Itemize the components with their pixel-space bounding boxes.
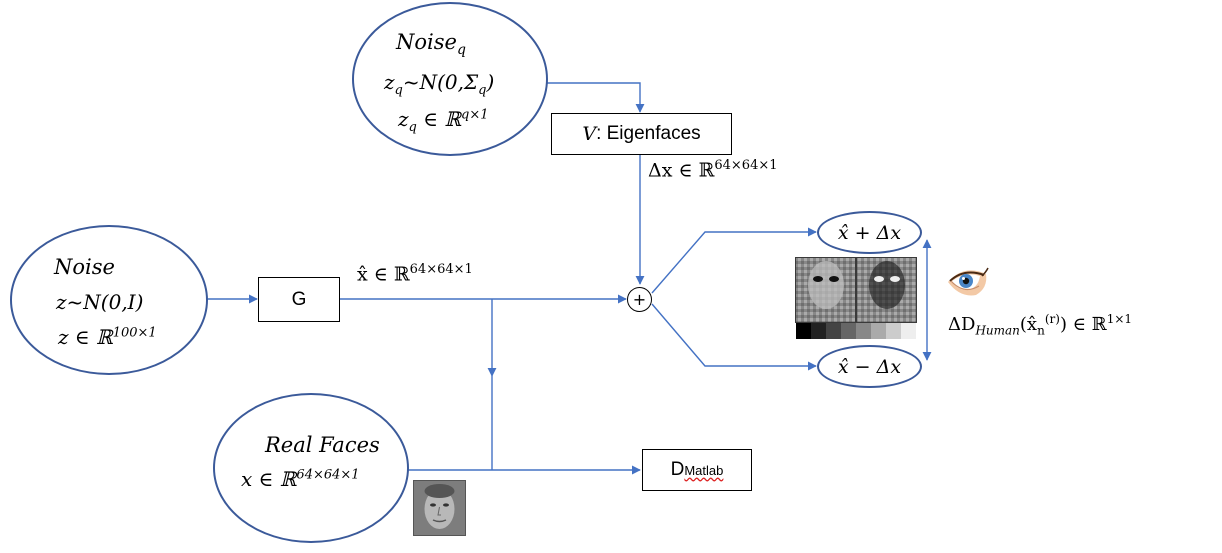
real-faces-dim-a: x ∈ ℝ: [241, 467, 297, 491]
real-faces-title: Real Faces: [265, 433, 380, 457]
generator-label: G: [291, 288, 307, 310]
edge-sum-to-minus: [651, 303, 817, 371]
eigenfaces-box: V: Eigenfaces: [551, 113, 732, 155]
real-faces-dim-sup: 64×64×1: [296, 467, 360, 483]
noise-dim-a: z ∈ ℝ: [58, 325, 113, 349]
noise-q-dist-b: ~N(0,Σ: [402, 70, 479, 94]
noise-title: Noise: [54, 255, 115, 279]
delta-x-label: Δx ∈ ℝ64×64×1: [648, 158, 778, 181]
human-sup-c: 1×1: [1106, 312, 1133, 326]
noise-q-title-text: Noise: [396, 30, 457, 54]
noise-q-title: Noiseq: [396, 30, 466, 58]
minus-output-label: x̂ − Δx: [837, 355, 902, 378]
discriminator-sub: Matlab: [684, 462, 724, 478]
x-hat-sup: 64×64×1: [409, 262, 473, 277]
noise-q-dim-a: z: [398, 107, 409, 131]
human-text-c: ) ∈ ℝ: [1059, 314, 1107, 335]
plus-output-label: x̂ + Δx: [837, 221, 902, 244]
noise-q-dist-a-sub: q: [394, 83, 403, 98]
x-hat-text: x̂ ∈ ℝ: [357, 263, 410, 286]
grayscale-colorbar: [796, 323, 916, 339]
noise-q-dim-b: ∈ ℝ: [416, 107, 462, 131]
discriminator-label: D: [670, 459, 685, 480]
noise-q-distribution: zq~N(0,Σq): [384, 70, 494, 98]
edge-noiseq-to-eigenfaces: [547, 82, 645, 113]
eye-icon: [946, 262, 990, 300]
real-faces-node: Real Faces x ∈ ℝ64×64×1: [213, 393, 409, 543]
noise-q-dist-b-sub: q: [478, 83, 487, 98]
noise-q-dist-a: z: [384, 70, 395, 94]
sum-node: +: [627, 287, 652, 312]
human-sub-b: n: [1037, 323, 1045, 338]
generator-box: G: [258, 277, 340, 322]
noise-q-dim-a-sub: q: [408, 120, 417, 135]
noise-node: Noise z~N(0,I) z ∈ ℝ100×1: [10, 225, 208, 375]
human-text-a: ΔD: [948, 314, 976, 335]
sum-symbol: +: [632, 289, 647, 309]
noise-q-dist-c: ): [486, 70, 495, 94]
human-sup-b: (r): [1044, 312, 1060, 326]
noise-distribution: z~N(0,I): [56, 290, 144, 314]
eigenface-image-pair: [795, 257, 917, 323]
noise-dimension: z ∈ ℝ100×1: [58, 325, 157, 349]
noise-q-node: Noiseq zq~N(0,Σq) zq ∈ ℝq×1: [352, 2, 548, 156]
plus-output-node: x̂ + Δx: [817, 211, 922, 254]
x-hat-label: x̂ ∈ ℝ64×64×1: [357, 262, 473, 285]
noise-q-dim-sup: q×1: [461, 107, 489, 123]
eigenfaces-symbol: V: [582, 123, 597, 145]
human-score-label: ΔDHuman(x̂n(r)) ∈ ℝ1×1: [948, 312, 1132, 338]
human-sub-a: Human: [975, 323, 1020, 338]
real-faces-dimension: x ∈ ℝ64×64×1: [241, 467, 360, 491]
noise-q-title-sub: q: [456, 42, 466, 59]
eigenfaces-label: : Eigenfaces: [596, 123, 701, 144]
minus-output-node: x̂ − Δx: [817, 345, 922, 388]
real-face-photo: [413, 480, 466, 536]
human-text-b: (x̂: [1019, 314, 1038, 335]
edge-sum-to-plus: [651, 227, 817, 294]
delta-x-text: Δx ∈ ℝ: [648, 159, 715, 182]
noise-dim-sup: 100×1: [112, 325, 157, 341]
noise-q-dimension: zq ∈ ℝq×1: [398, 107, 489, 135]
delta-x-sup: 64×64×1: [714, 158, 778, 173]
